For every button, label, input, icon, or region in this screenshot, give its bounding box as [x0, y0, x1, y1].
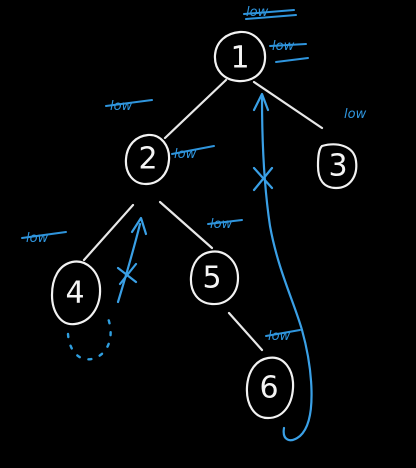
- edge-5-6: [227, 311, 264, 352]
- arrowhead-icon: [252, 92, 270, 112]
- node-3-label: 3: [328, 149, 347, 184]
- node-1: 1: [213, 30, 267, 83]
- note-node1-top: low: [243, 5, 297, 20]
- node-5: 5: [189, 250, 240, 306]
- node-3: 3: [316, 143, 358, 190]
- edge-1-3: [252, 80, 324, 130]
- note-node6-side: low: [265, 329, 301, 344]
- node-4-label: 4: [65, 276, 84, 311]
- note-node4-side: low: [21, 231, 67, 246]
- note-node3-side: low: [344, 107, 367, 122]
- node-1-label: 1: [230, 41, 249, 76]
- return-arrow-4-to-2: [116, 222, 142, 304]
- svg-text:low: low: [210, 217, 233, 232]
- node-2-label: 2: [138, 142, 157, 177]
- svg-text:low: low: [272, 39, 295, 54]
- note-node2-side: low: [171, 145, 215, 162]
- note-node1-side: low: [269, 39, 309, 63]
- node-6-label: 6: [259, 371, 278, 406]
- cross-mark-icon: [252, 166, 274, 192]
- edge-2-5: [158, 200, 214, 250]
- note-node2-left: low: [105, 99, 153, 114]
- arrowhead-icon: [130, 216, 148, 236]
- cross-mark-icon: [116, 262, 138, 286]
- node-5-label: 5: [202, 261, 221, 296]
- svg-text:low: low: [344, 107, 367, 122]
- node-4: 4: [50, 260, 102, 326]
- svg-text:low: low: [26, 231, 49, 246]
- node-6: 6: [245, 356, 295, 420]
- edge-2-4: [82, 203, 135, 262]
- note-node5-side: low: [207, 217, 243, 232]
- node-2: 2: [124, 133, 171, 186]
- svg-text:low: low: [110, 99, 133, 114]
- edge-1-2: [163, 78, 228, 140]
